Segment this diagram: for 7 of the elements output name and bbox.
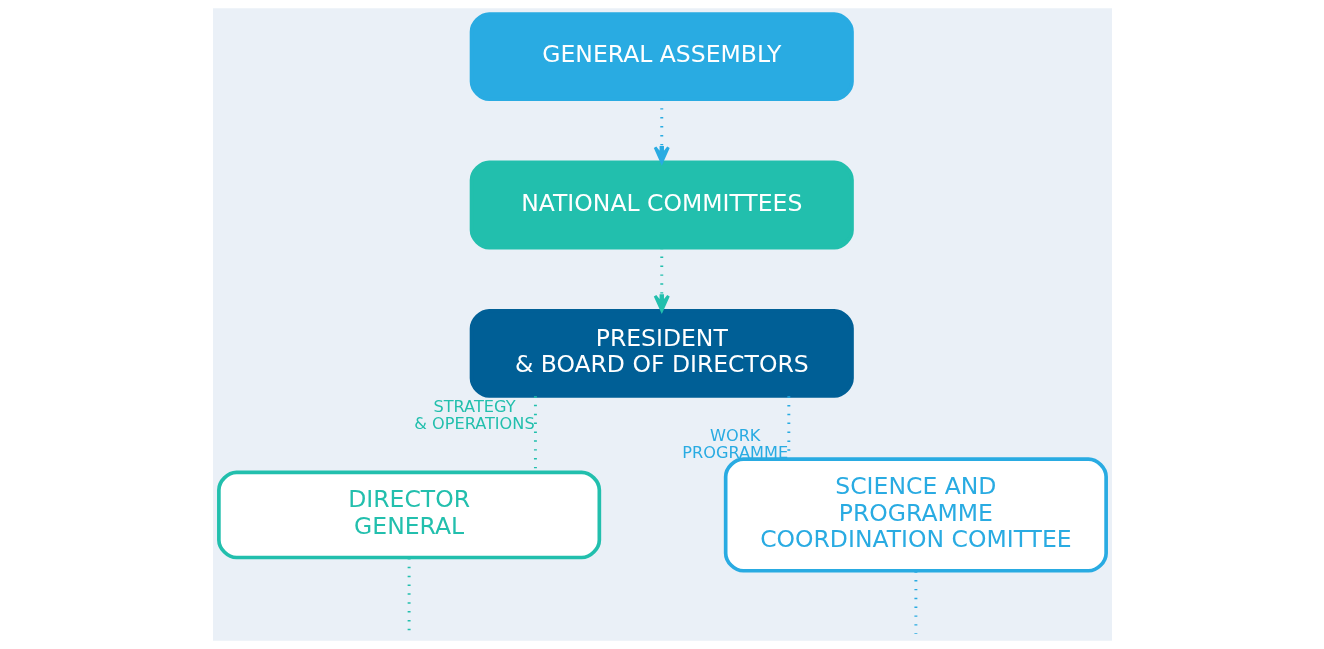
edge-label: STRATEGY & OPERATIONS [413, 396, 535, 434]
node-box: GENERAL ASSEMBLY [469, 12, 854, 102]
arrow [653, 247, 670, 312]
node-box: SCIENCE AND PROGRAMME COORDINATION COMITTEE [723, 457, 1108, 573]
node-box: DIRECTOR GENERAL [216, 470, 601, 560]
node-box: NATIONAL COMMITTEES [469, 160, 854, 250]
node-box: PRESIDENT & BOARD OF DIRECTORS [469, 308, 854, 398]
